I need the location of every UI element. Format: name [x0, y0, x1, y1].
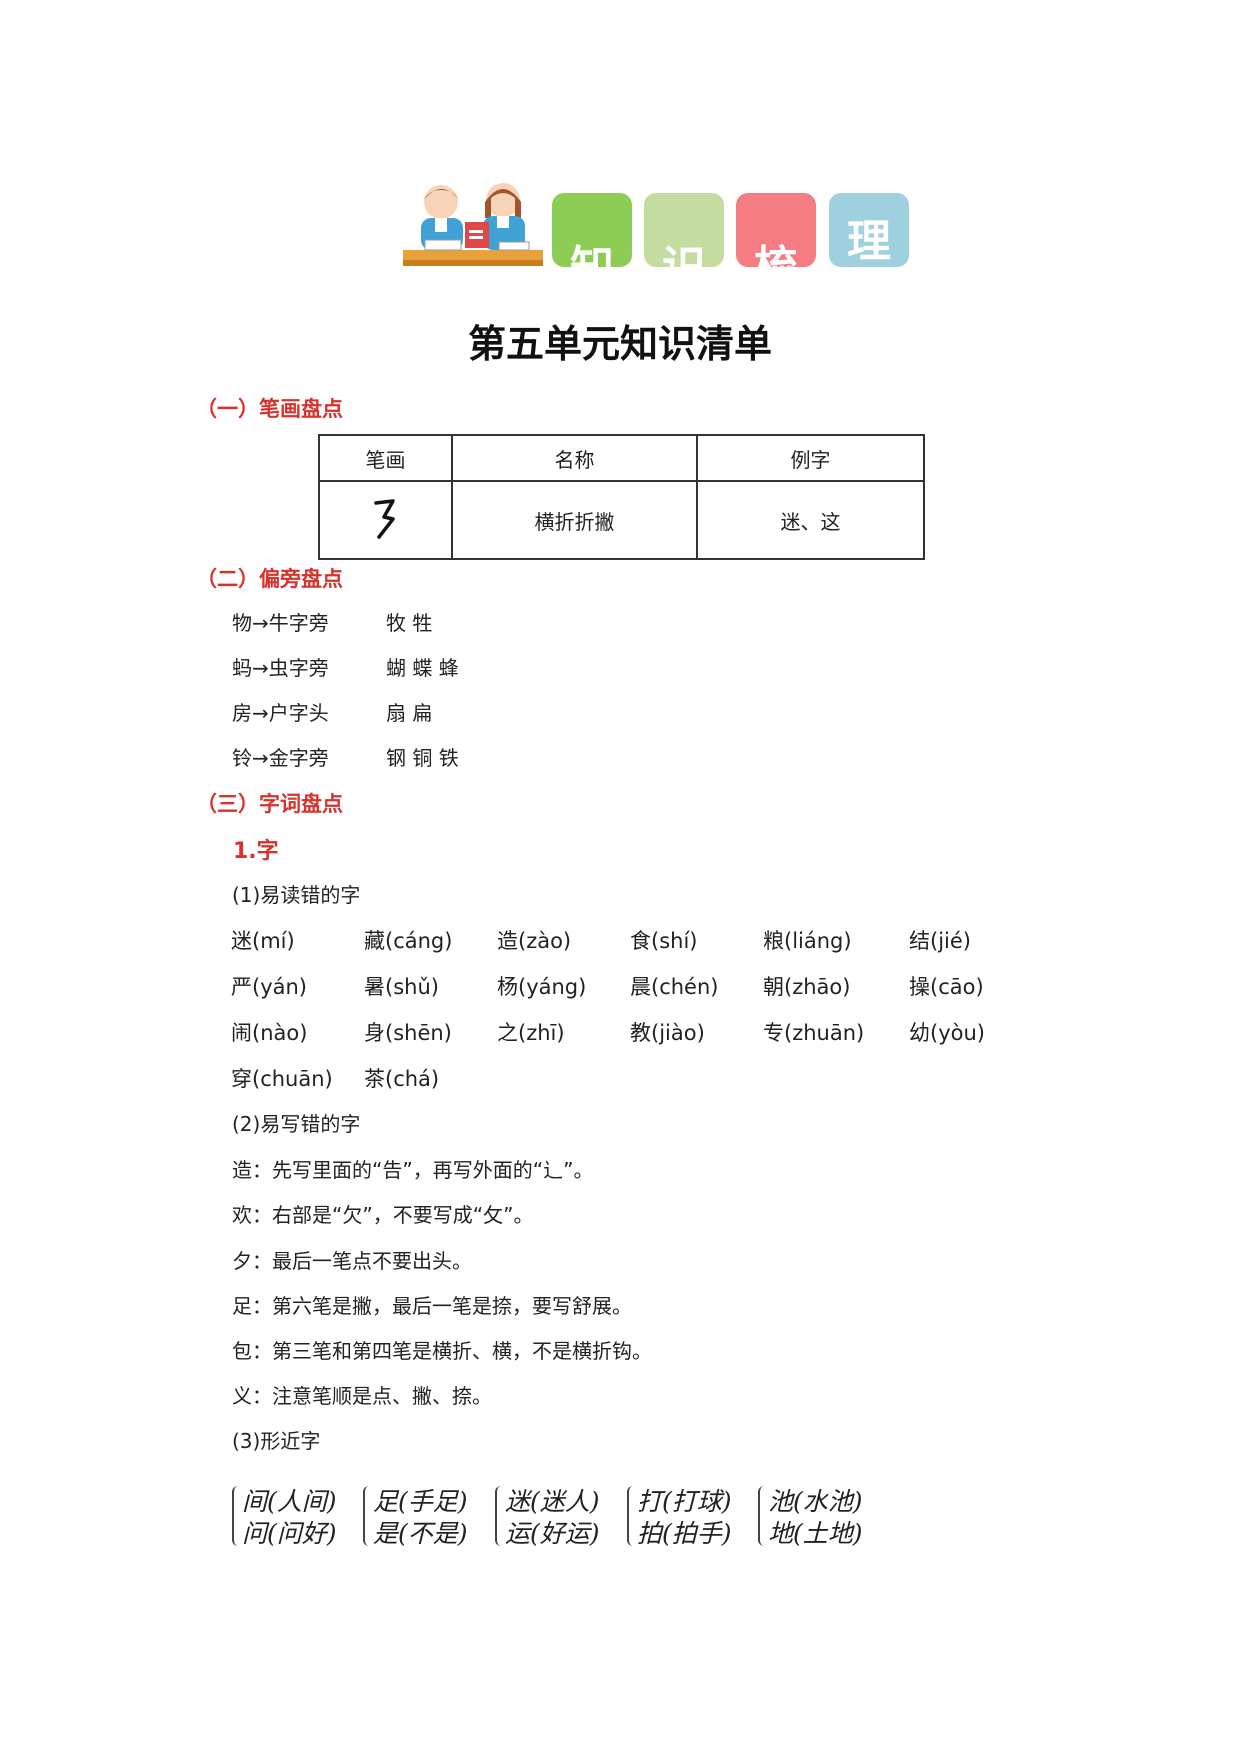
pinyin-item: 专(zhuān): [763, 1021, 865, 1045]
pinyin-item: 暑(shǔ): [364, 975, 439, 999]
stroke-name-cell: 横折折撇: [451, 480, 698, 560]
radical-item: 房→户字头: [232, 701, 329, 725]
label-similar-chars: (3)形近字: [232, 1429, 321, 1453]
kids-reading-illustration: [403, 183, 543, 266]
pinyin-item: 造(zào): [497, 929, 572, 953]
pinyin-item: 朝(zhāo): [763, 975, 851, 999]
stroke-table: 笔画 名称 例字 横折折撇 迷、这: [318, 434, 925, 560]
banner-tile-li: 理: [829, 193, 909, 267]
pinyin-item: 藏(cáng): [364, 929, 453, 953]
radical-item: 蚂→虫字旁: [232, 656, 329, 680]
section-heading-words: （三）字词盘点: [196, 792, 343, 816]
brace-icon: [363, 1486, 371, 1546]
pinyin-item: 迷(mí): [231, 929, 295, 953]
label-easy-miswritten: (2)易写错的字: [232, 1112, 361, 1136]
similar-pair: 池(水池) 地(土地): [758, 1486, 863, 1550]
writing-note: 包：第三笔和第四笔是横折、横，不是横折钩。: [232, 1339, 652, 1363]
pinyin-item: 操(cāo): [909, 975, 984, 999]
pinyin-item: 幼(yòu): [909, 1021, 985, 1045]
banner-tile-shi: 识: [644, 193, 724, 267]
pinyin-item: 穿(chuān): [231, 1067, 333, 1091]
stroke-examples-cell: 迷、这: [696, 480, 925, 560]
pinyin-item: 食(shí): [630, 929, 698, 953]
page-title: 第五单元知识清单: [467, 322, 772, 366]
pinyin-item: 粮(liáng): [763, 929, 852, 953]
table-header: 例字: [696, 434, 925, 482]
radical-examples: 蝴 蝶 蜂: [386, 656, 459, 680]
radical-examples: 扇 扁: [386, 701, 433, 725]
writing-note: 造：先写里面的“告”，再写外面的“辶”。: [232, 1158, 594, 1182]
pinyin-item: 杨(yáng): [497, 975, 587, 999]
pinyin-item: 教(jiào): [630, 1021, 705, 1045]
hengzhezhepie-stroke-icon: [373, 498, 395, 539]
radical-examples: 钢 铜 铁: [386, 746, 459, 770]
pinyin-item: 身(shēn): [364, 1021, 452, 1045]
brace-icon: [495, 1486, 503, 1546]
label-easy-misread: (1)易读错的字: [232, 883, 361, 907]
table-header: 名称: [451, 434, 698, 482]
writing-note: 夕：最后一笔点不要出头。: [232, 1249, 472, 1273]
banner-tile-zhi: 知: [552, 193, 632, 267]
pinyin-item: 晨(chén): [630, 975, 719, 999]
pinyin-item: 之(zhī): [497, 1021, 565, 1045]
radical-item: 物→牛字旁: [232, 611, 329, 635]
banner-tile-shu: 梳: [736, 193, 816, 267]
similar-pair: 打(打球) 拍(拍手): [627, 1486, 732, 1550]
subheading-characters: 1.字: [233, 839, 279, 864]
radical-item: 铃→金字旁: [232, 746, 329, 770]
brace-icon: [627, 1486, 635, 1546]
pinyin-item: 茶(chá): [364, 1067, 440, 1091]
brace-icon: [232, 1486, 240, 1546]
pinyin-item: 闹(nào): [231, 1021, 308, 1045]
similar-pair: 迷(迷人) 运(好运): [495, 1486, 600, 1550]
writing-note: 欢：右部是“欠”，不要写成“攵”。: [232, 1203, 534, 1227]
section-heading-strokes: （一）笔画盘点: [196, 397, 343, 421]
similar-pair: 足(手足) 是(不是): [363, 1486, 468, 1550]
pinyin-item: 结(jié): [909, 929, 971, 953]
stroke-glyph-cell: [318, 480, 453, 560]
table-header: 笔画: [318, 434, 453, 482]
similar-pair: 间(人间) 问(问好): [232, 1486, 337, 1550]
brace-icon: [758, 1486, 766, 1546]
radical-examples: 牧 牲: [386, 611, 433, 635]
writing-note: 足：第六笔是撇，最后一笔是捺，要写舒展。: [232, 1294, 632, 1318]
writing-note: 义：注意笔顺是点、撇、捺。: [232, 1384, 492, 1408]
section-heading-radicals: （二）偏旁盘点: [196, 567, 343, 591]
pinyin-item: 严(yán): [231, 975, 307, 999]
